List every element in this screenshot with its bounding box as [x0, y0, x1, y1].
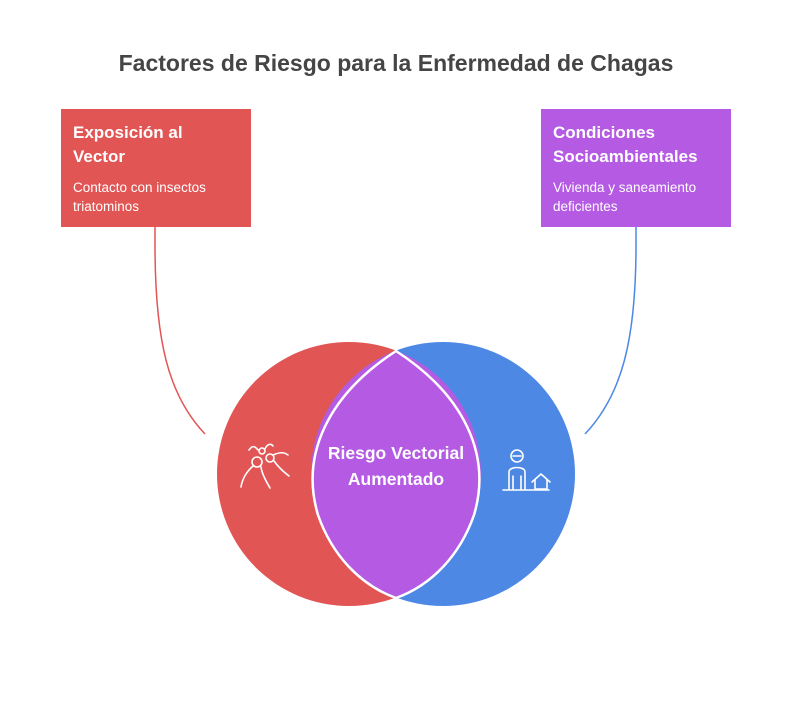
person-house-icon: [502, 449, 551, 491]
insect-icon: [240, 443, 290, 489]
vector-exposure-box: Exposición al Vector Contacto con insect…: [61, 109, 251, 227]
left-connector-line: [154, 227, 206, 435]
intersection-outline: [311, 349, 481, 600]
vector-exposure-title: Exposición al Vector: [73, 123, 183, 166]
diagram-title: Factores de Riesgo para la Enfermedad de…: [118, 50, 674, 76]
socioenvironmental-description: Vivienda y saneamiento deficientes: [553, 180, 697, 214]
intersection-region: [311, 342, 481, 606]
vector-exposure-description: Contacto con insectos triatominos: [73, 180, 206, 214]
socioenvironmental-box: Condiciones Socioambientales Vivienda y …: [541, 109, 731, 227]
socioenvironmental-title: Condiciones Socioambientales: [553, 123, 698, 166]
intersection-label: Riesgo Vectorial Aumentado: [327, 443, 465, 489]
right-connector-line: [584, 227, 637, 435]
